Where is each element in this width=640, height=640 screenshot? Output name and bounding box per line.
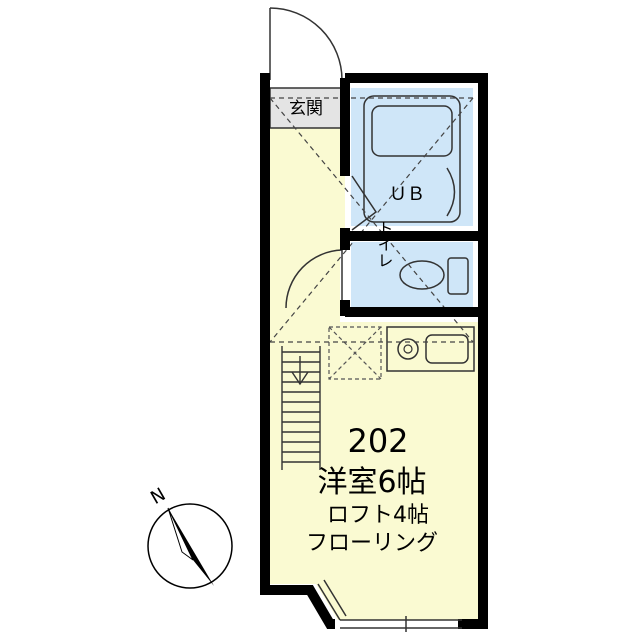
bath-label: ＵＢ — [389, 184, 425, 205]
toilet-door — [285, 249, 343, 309]
entrance-door — [269, 7, 343, 81]
unit-bath: ＵＢ — [351, 88, 473, 226]
unit-info: 202 洋室6帖 ロフト4帖 フローリング — [306, 422, 438, 556]
compass-north-label: N — [147, 484, 169, 509]
main-room-floor — [270, 128, 478, 620]
compass: N — [147, 484, 233, 589]
north-arrow-icon — [168, 508, 214, 586]
loft-ladder — [281, 346, 321, 470]
ladder-arrow-icon — [291, 356, 309, 386]
kitchen-counter — [386, 326, 475, 372]
entrance: 玄関 — [269, 87, 344, 129]
room-type: 洋室6帖 — [317, 465, 426, 500]
compass-ring — [147, 503, 233, 589]
toilet-bowl — [399, 260, 445, 290]
bath-floor — [351, 88, 473, 226]
window — [317, 579, 462, 632]
unit-number: 202 — [347, 422, 408, 460]
flooring-type: フローリング — [306, 531, 438, 556]
bath-sink — [371, 105, 453, 157]
bath-tub-edge — [446, 167, 456, 217]
loft-size: ロフト4帖 — [327, 503, 429, 528]
toilet-tank — [447, 257, 469, 295]
toilet-label: トイレ — [375, 220, 394, 268]
bathtub — [363, 95, 461, 223]
stove-icon — [397, 338, 419, 360]
outer-wall — [260, 73, 488, 629]
kitchen — [386, 326, 475, 372]
walls — [260, 73, 488, 629]
bath-door — [351, 175, 378, 231]
compass-needle-tail — [167, 507, 194, 561]
main-room — [270, 128, 478, 620]
loft-outline — [269, 97, 474, 343]
stove-burner-icon — [403, 344, 413, 354]
fridge-space — [328, 326, 382, 380]
toilet-kitchen-wall — [340, 300, 483, 317]
entrance-label: 玄関 — [289, 99, 323, 119]
toilet-floor — [351, 242, 473, 308]
kitchen-sink — [425, 334, 469, 364]
